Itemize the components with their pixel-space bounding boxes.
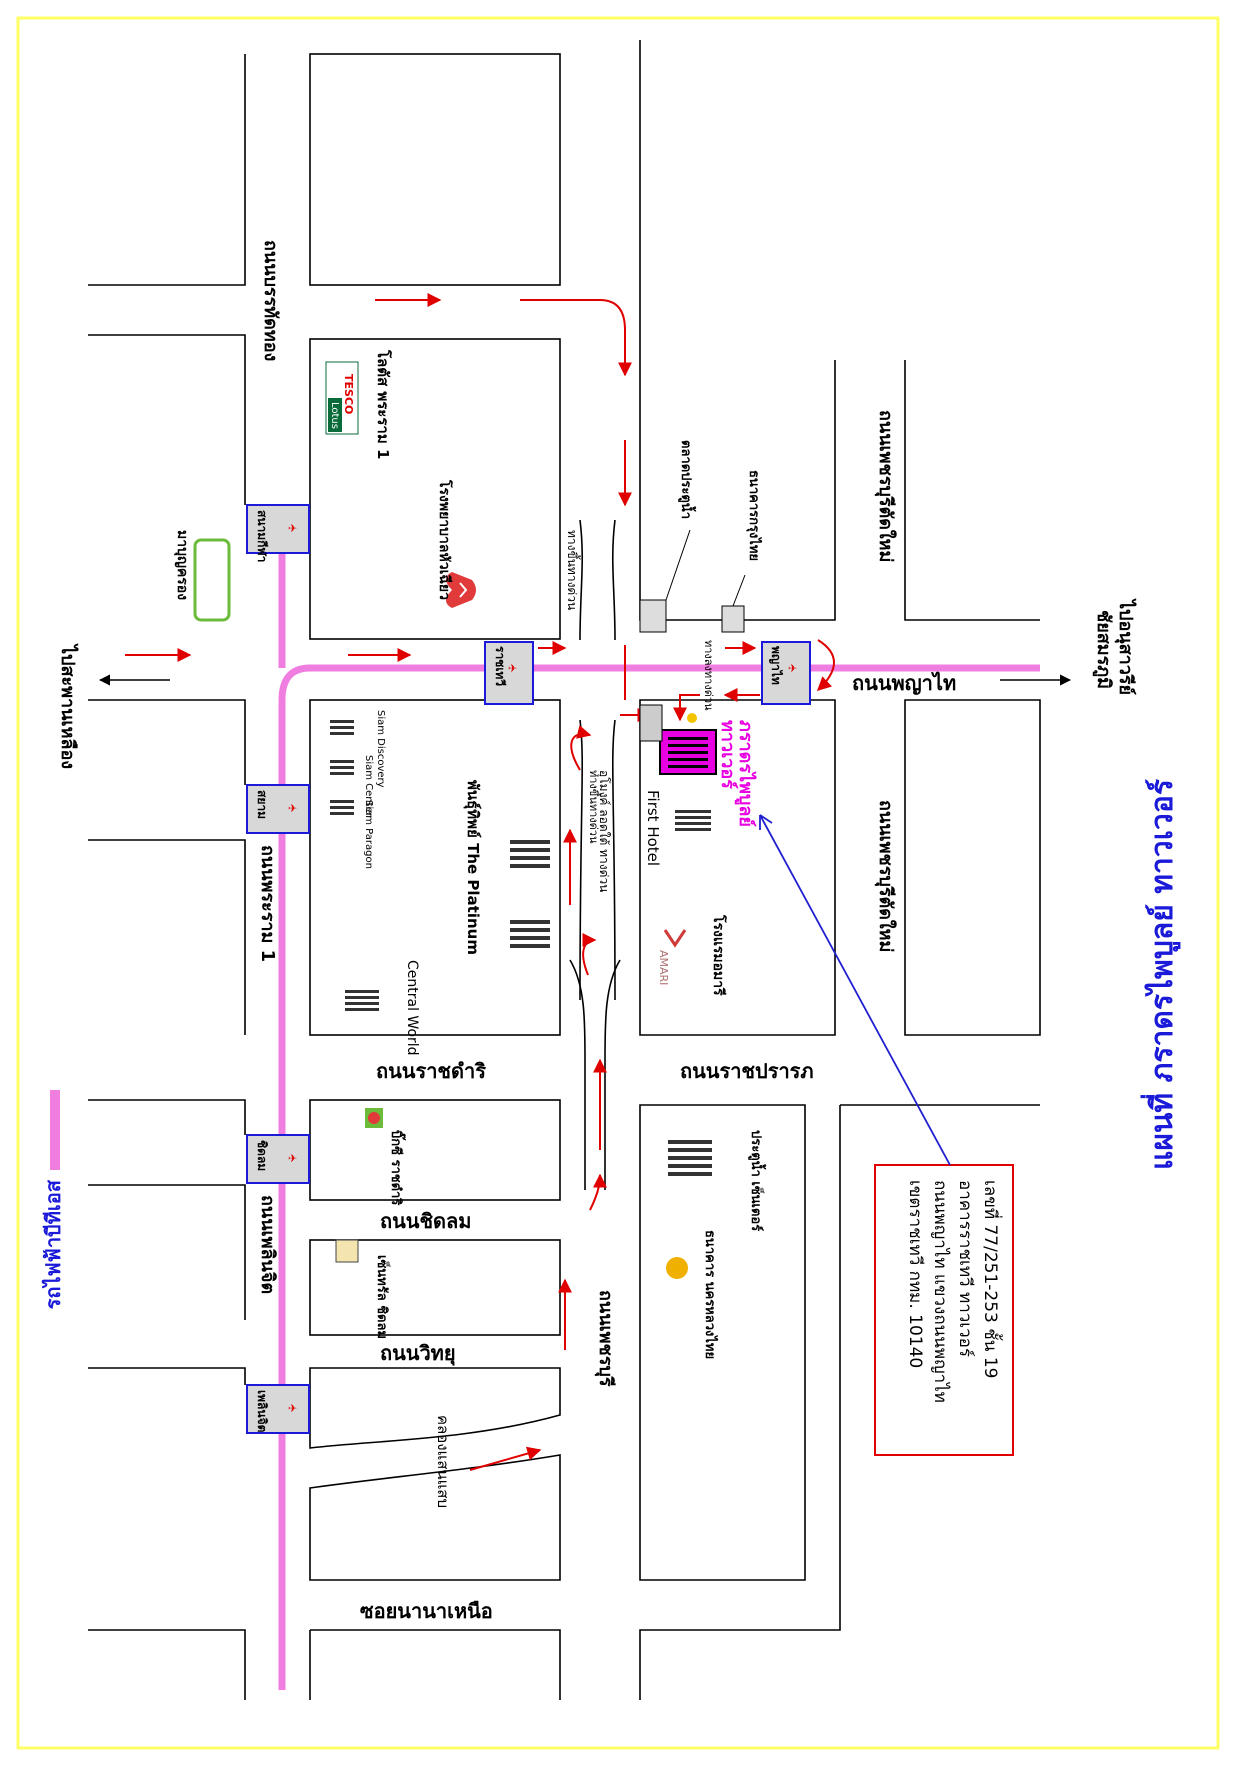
pointer-line [759,814,951,1166]
svg-text:✈: ✈ [508,662,517,675]
bts-station-siam[interactable] [246,784,310,834]
svg-text:✈: ✈ [288,1402,297,1415]
road-bantadthong: ถนนบรรทัดทอง [260,240,281,361]
bts-stations [246,504,811,1434]
road-saen-saep: คลองแสนแสบ [434,1415,452,1508]
market-box [639,599,667,633]
svg-text:✈: ✈ [788,662,797,675]
landmark-siam-discovery: Siam Discovery [375,710,386,788]
target-building[interactable] [659,729,717,775]
landmark-siam-paragon: Siam Paragon [363,800,374,869]
landmark-pantip: พันธุ์ทิพย์ The Platinum [463,780,482,955]
landmark-mbk: มาบุญครอง [174,530,190,600]
pointer-tip [759,814,773,830]
sun-marker [687,713,697,723]
map-title: แผนที่ ภราดรไพบูลย์ ทาวเวอร์ [1140,779,1181,1170]
bigc-logo [365,1108,383,1128]
market-pointer [665,529,691,601]
address-line-1: เลขที่ 77/251-253 ชั้น 19 [980,1180,1003,1378]
bts-label-siam: สยาม [255,790,269,819]
svg-text:✈: ✈ [288,522,297,535]
legend-label: รถไฟฟ้าบีทีเอส [41,1179,65,1309]
bts-station-ploenchit[interactable] [246,1384,310,1434]
landmark-bank: ธนาคาร นครหลวงไทย [702,1230,719,1359]
address-box [874,1164,1014,1456]
address-line-3: ถนนพญาไท แขวงถนนพญาไท [930,1180,951,1403]
page-frame [16,16,1220,1750]
bts-label-phayathai: พญาไท [769,646,784,685]
landmark-central-chidlom: เซ็นทรัล ชิดลม [374,1255,392,1339]
landmark-expressway-down: ทางลงทางด่วน [702,640,715,711]
road-phayathai: ถนนพญาไท [852,671,956,695]
landmark-lotus-logo: Lotus [329,402,340,429]
landmark-pratunam-market: ตลาดประตูน้ำ [678,440,697,519]
landmark-tunnel: อุโมงค์ ลอดใต้ ทางด่วน [596,770,611,892]
landmark-tesco: TESCO [342,374,355,414]
road-to-victory-1: ไปอนุสาวรีย์ [1114,598,1137,695]
bts-label-ratchathewi: ราชเทวี [493,646,507,686]
landmark-amari: โรงแรมอมารี [710,914,728,996]
bts-station-phayathai[interactable] [761,641,811,705]
landmark-expressway-up: ทางขึ้นทางด่วน [565,530,581,610]
tesco-lotus-logo [325,361,359,435]
landmark-left-up: ทางขึ้นทางด่วน [587,770,602,844]
road-wittayu: ถนนวิทยุ [380,1341,456,1366]
landmark-krungthai: ธนาคารกรุงไทย [746,470,763,561]
address-line-2: อาคารราชเทวี ทาวเวอร์ [955,1180,975,1357]
svg-text:✈: ✈ [288,802,297,815]
legend-swatch [50,1090,60,1170]
hospital-logo [446,572,476,608]
svg-text:✈: ✈ [288,1152,297,1165]
road-ploenchit: ถนนเพลินจิต [257,1195,278,1294]
road-rama1: ถนนพระราม 1 [257,845,278,962]
first-hotel-block [639,704,663,742]
road-phetchaburi-right: ถนนเพชรบุรีตัดใหม่ [874,410,897,562]
target-name-line-1[interactable]: ภราดรไพบูลย์ [734,720,757,827]
landmark-first-hotel: First Hotel [644,790,662,866]
expressway-lanes [569,519,621,1190]
road-ratchaprarop: ถนนราชปรารภ [680,1059,814,1083]
amari-logo-mark [663,929,687,948]
road-chidlom: ถนนชิดลม [380,1209,471,1233]
landmark-amari-logo: AMARI [657,950,670,985]
krungthai-box [721,605,745,633]
krungthai-pointer [732,574,746,607]
landmark-shopping: ประตูน้ำ เซ็นเตอร์ [748,1130,767,1231]
road-phetchaburi-lower: ถนนเพชรบุรี [594,1290,616,1387]
bts-label-national-stadium: สนามกีฬา [255,510,269,562]
bts-label-chidlom: ชิดลม [255,1140,269,1171]
bts-station-ratchathewi[interactable] [484,641,534,705]
landmark-big-c: บิ๊กซี ราชดำริ [388,1130,406,1205]
bts-station-chidlom[interactable] [246,1134,310,1184]
bts-logos: ✈ ✈ ✈ ✈ ✈ ✈ [288,522,797,1415]
central-chidlom-logo [335,1239,359,1263]
traffic-arrows [125,293,835,1471]
bts-label-ploenchit: เพลินจิต [255,1390,269,1433]
landmark-central-world: Central World [404,960,420,1056]
road-nana-nuea: ซอยนานาเหนือ [360,1599,493,1623]
landmark-siam-center: Siam Center [363,755,374,818]
mbk-logo [193,538,231,622]
target-name-line-2[interactable]: ทาวเวอร์ [717,720,739,789]
landmark-lotus: โลตัส พระราม 1 [374,349,393,459]
landmark-hospital: โรงพยาบาลหัวเฉียว [436,479,454,600]
building-icons [330,720,712,1176]
road-ratchadamri: ถนนราชดำริ [376,1059,486,1083]
road-to-saphan-lueang: ไปสะพานเหลือง [57,643,79,769]
road-phetchaburi-right-2: ถนนเพชรบุรีตัดใหม่ [874,800,897,952]
road-to-victory-2: ชัยสมรภูมิ [1092,610,1114,689]
bts-station-national-stadium[interactable] [246,504,310,554]
address-line-4: เขตราชเทวี กทม. 10140 [905,1180,925,1368]
bank-logo [666,1257,688,1279]
